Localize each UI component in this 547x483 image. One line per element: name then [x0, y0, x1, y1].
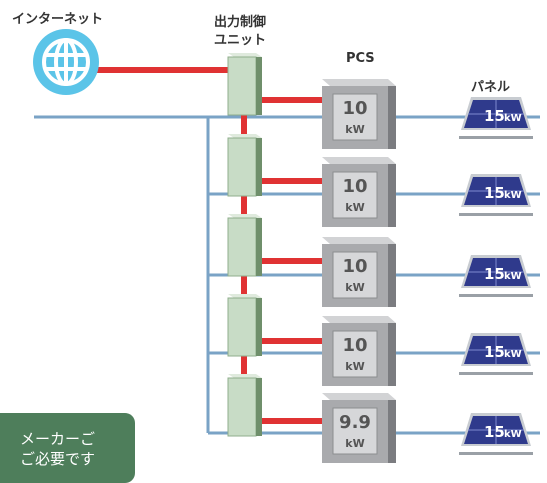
pcs-face-panel [332, 330, 378, 378]
pcs-value: 10 [342, 335, 367, 356]
pcs-box-side [388, 86, 396, 149]
pcs-box-side [388, 400, 396, 463]
control-unit-top [228, 53, 262, 57]
control-unit-box [227, 217, 257, 277]
control-units [227, 53, 262, 437]
pcs-face-panel [332, 171, 378, 219]
panel-base [459, 136, 533, 139]
control-unit-label-line2: ユニット [214, 33, 267, 48]
panel-base [459, 213, 533, 216]
network-lines [95, 67, 330, 424]
control-unit-side [256, 298, 262, 356]
pcs-unit: kW [345, 360, 364, 373]
panel-value: 15 [484, 184, 505, 202]
pcs-box-top [322, 79, 396, 86]
pcs-label: PCS [346, 51, 375, 66]
control-unit-top [228, 134, 262, 138]
control-unit-top [228, 294, 262, 298]
pcs-face-panel [332, 407, 378, 455]
panel-label: パネル [471, 80, 511, 95]
panel-value: 15 [484, 423, 505, 441]
panel-base [459, 294, 533, 297]
panel-unit: kW [504, 349, 522, 360]
panel-value: 15 [484, 343, 505, 361]
note-box: メーカーご ご必要です [0, 413, 135, 483]
control-unit-box [227, 56, 257, 116]
power-lines [34, 115, 540, 435]
control-unit-box [227, 137, 257, 197]
pcs-box-top [322, 157, 396, 164]
pcs-face-panel [332, 251, 378, 299]
pcs-face-panel [332, 93, 378, 141]
pcs-value: 9.9 [339, 412, 371, 433]
control-unit-box [227, 297, 257, 357]
pcs-unit: kW [345, 437, 364, 450]
pcs-box-side [388, 244, 396, 307]
pcs-unit: kW [345, 281, 364, 294]
pcs-value: 10 [342, 256, 367, 277]
note-line1: メーカーご [20, 430, 96, 448]
internet-label: インターネット [12, 12, 104, 27]
pcs-box-top [322, 237, 396, 244]
panel-unit: kW [504, 113, 522, 124]
panel-base [459, 452, 533, 455]
panel-unit: kW [504, 190, 522, 201]
panel-value: 15 [484, 107, 505, 125]
note-line2: ご必要です [20, 450, 96, 468]
control-unit-side [256, 378, 262, 436]
control-unit-box [227, 377, 257, 437]
control-unit-label-line1: 出力制御 [214, 15, 267, 30]
pcs-unit: kW [345, 123, 364, 136]
panel-unit: kW [504, 271, 522, 282]
panel-value: 15 [484, 265, 505, 283]
panel-base [459, 372, 533, 375]
pcs-box-top [322, 393, 396, 400]
pcs-box-side [388, 164, 396, 227]
pcs-units: 10 kW 10 kW 10 kW 10 kW 9.9 kW [322, 79, 396, 463]
pcs-value: 10 [342, 98, 367, 119]
pcs-box-side [388, 323, 396, 386]
pcs-box-top [322, 316, 396, 323]
globe-icon [33, 29, 99, 95]
control-unit-top [228, 374, 262, 378]
control-unit-top [228, 214, 262, 218]
pcs-unit: kW [345, 201, 364, 214]
panel-unit: kW [504, 429, 522, 440]
control-unit-side [256, 138, 262, 196]
control-unit-side [256, 57, 262, 115]
pcs-value: 10 [342, 176, 367, 197]
control-unit-side [256, 218, 262, 276]
